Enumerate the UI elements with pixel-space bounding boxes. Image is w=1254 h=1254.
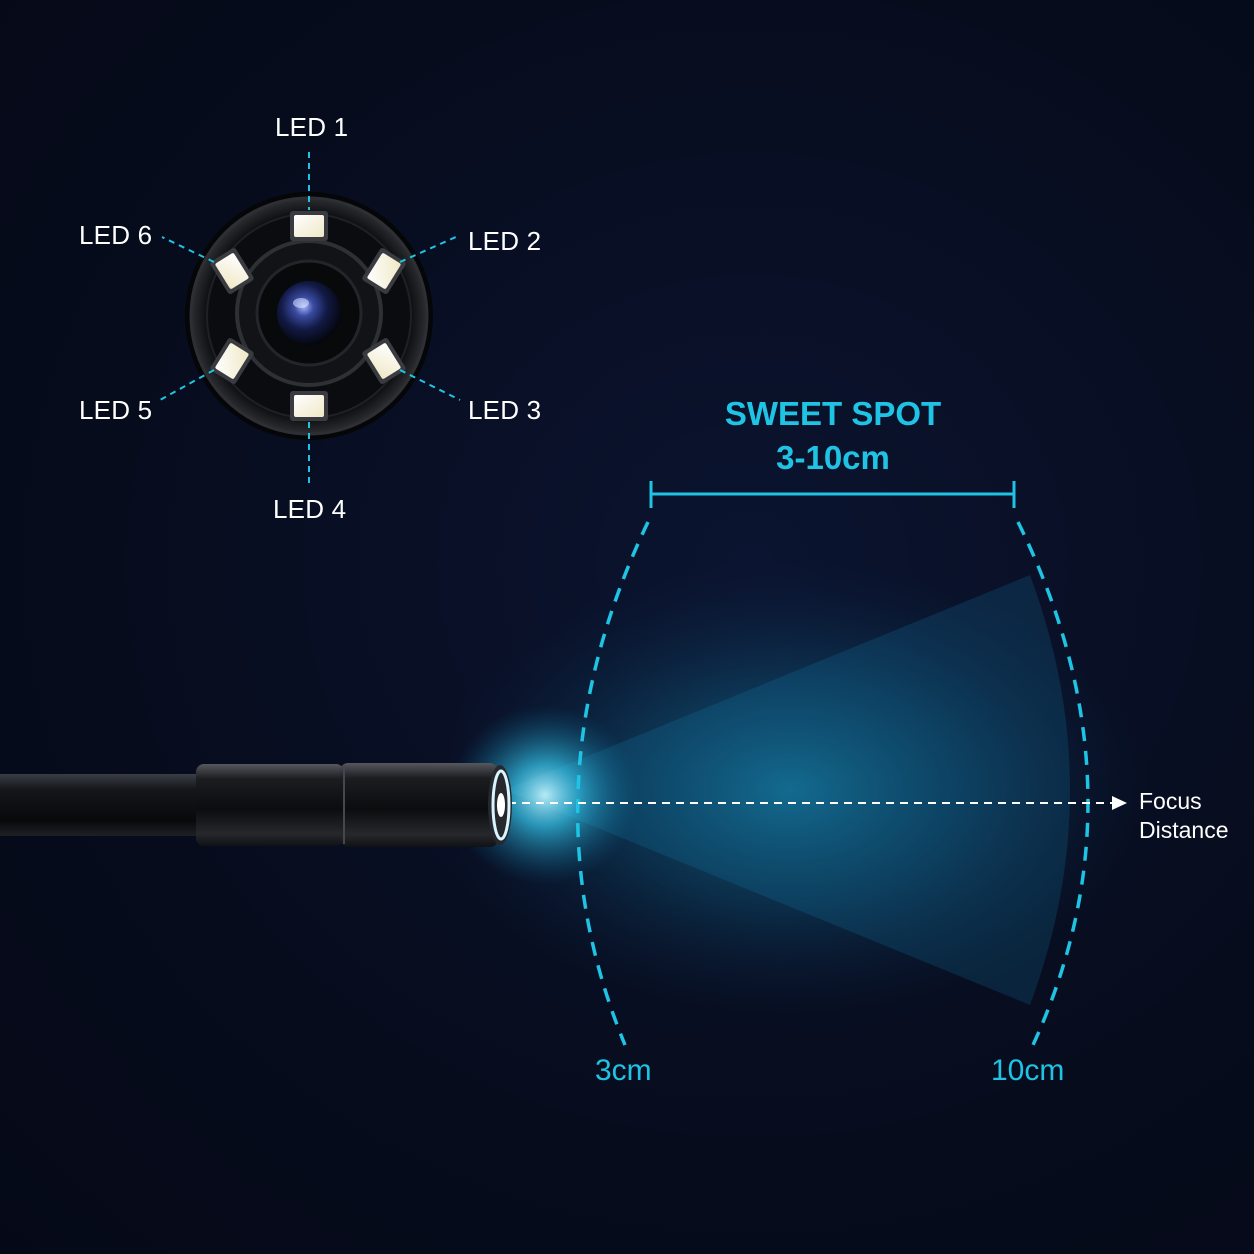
led-chip-4 (290, 391, 328, 421)
camera-head-front-view (185, 192, 433, 440)
led-leader-lines (159, 152, 461, 484)
led-chip-6 (210, 248, 254, 294)
far-focus-arc (1016, 521, 1090, 1046)
led-chip-5 (210, 338, 254, 384)
focus-distance-label: Focus Distance (1139, 787, 1228, 845)
borescope-probe (0, 763, 512, 847)
focus-line-1: Focus (1139, 788, 1202, 814)
sweet-spot-heading: SWEET SPOT (724, 395, 942, 432)
led-3-label: LED 3 (468, 395, 542, 425)
sweet-spot-bracket (649, 481, 1016, 508)
near-distance-label: 3cm (595, 1054, 652, 1087)
led-chip-2 (362, 248, 406, 294)
led-chip-1 (290, 211, 328, 241)
led-1-label: LED 1 (275, 112, 349, 142)
led-chip-3 (362, 338, 406, 384)
sweet-spot-title: SWEET SPOT 3-10cm (633, 392, 1033, 480)
led-2-label: LED 2 (468, 226, 542, 256)
led-5-label: LED 5 (79, 395, 153, 425)
led-chips (210, 211, 406, 421)
sweet-spot-range: 3-10cm (776, 439, 890, 476)
focus-distance-arrow (508, 796, 1127, 810)
far-distance-label: 10cm (991, 1054, 1065, 1087)
light-beam (430, 560, 1150, 1020)
focus-line-2: Distance (1139, 817, 1229, 843)
led-6-label: LED 6 (79, 220, 153, 250)
near-focus-arc (575, 521, 650, 1046)
led-4-label: LED 4 (273, 494, 347, 524)
